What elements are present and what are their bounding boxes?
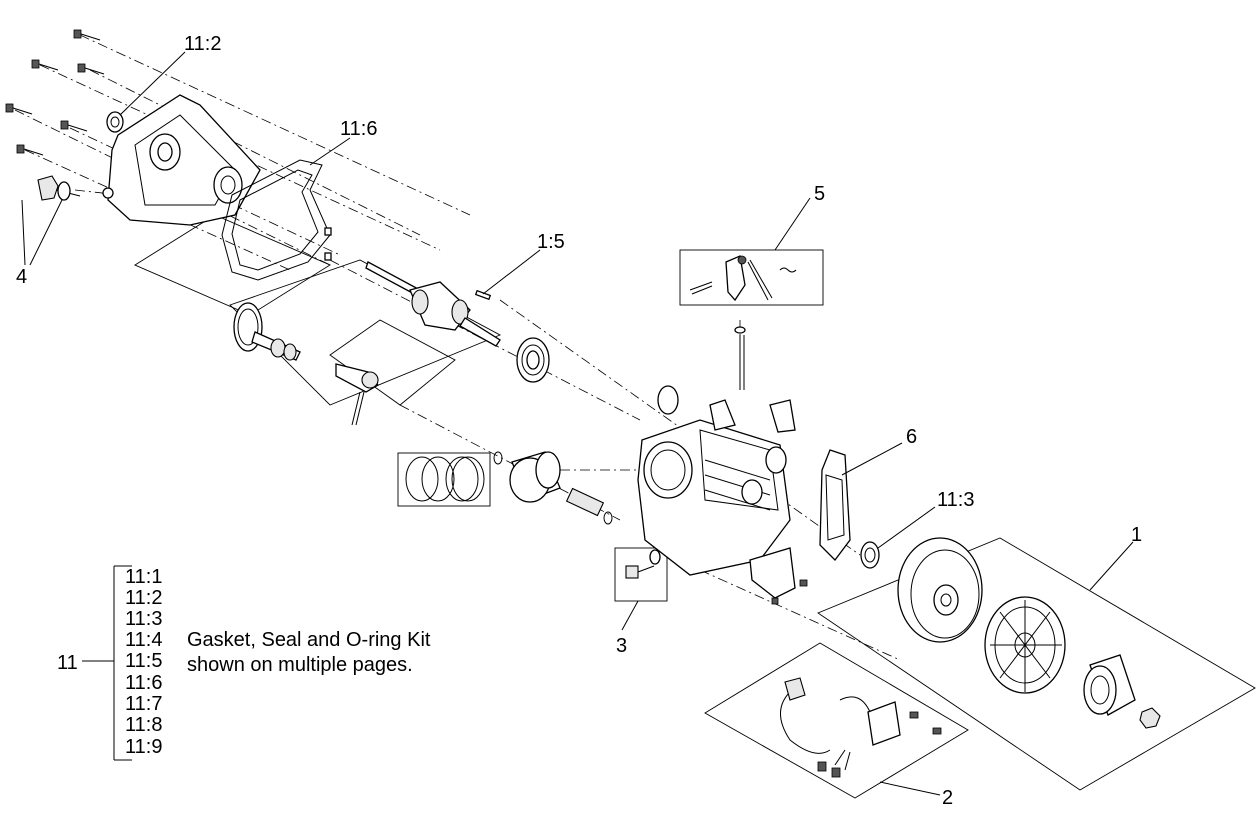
kit-item: 11:1 bbox=[125, 566, 162, 588]
flywheel-assembly bbox=[897, 537, 1161, 729]
callout-11-3: 11:3 bbox=[937, 489, 974, 511]
leader-lines bbox=[21, 51, 1134, 796]
callout-3: 3 bbox=[616, 635, 627, 657]
camshaft-box bbox=[229, 259, 502, 406]
kit-item: 11:4 bbox=[125, 629, 162, 651]
crankshaft-bearing bbox=[516, 337, 550, 383]
camshaft bbox=[233, 302, 301, 361]
crankcase-oil-seal bbox=[106, 111, 124, 133]
ignition-module bbox=[867, 701, 901, 746]
piston-rings-box bbox=[397, 452, 491, 507]
oil-fill-cap bbox=[37, 175, 81, 201]
oil-cap-washer bbox=[57, 181, 71, 201]
kit-item: 11:9 bbox=[125, 736, 162, 758]
bolt bbox=[60, 120, 88, 132]
callout-4: 4 bbox=[16, 266, 27, 288]
piston bbox=[493, 451, 613, 525]
cover-bearing bbox=[213, 166, 243, 204]
bolt bbox=[16, 144, 44, 156]
kit-note-line2: shown on multiple pages. bbox=[187, 654, 413, 676]
bolt bbox=[77, 63, 105, 75]
pin-clip bbox=[603, 511, 613, 525]
governor-linkage-box bbox=[679, 249, 824, 306]
callout-11-6: 11:6 bbox=[340, 118, 377, 140]
kit-number: 11 bbox=[57, 652, 78, 674]
flywheel-nut bbox=[1139, 707, 1161, 729]
bolt bbox=[31, 59, 59, 71]
bolt bbox=[73, 29, 101, 41]
crankshaft bbox=[365, 261, 501, 347]
callout-labels: 11:2 11:6 4 1:5 5 6 11:3 1 3 2 bbox=[16, 33, 1142, 809]
callout-11-2: 11:2 bbox=[184, 33, 221, 55]
kit-item: 11:2 bbox=[125, 587, 162, 609]
piston-pin bbox=[565, 487, 605, 517]
callout-1: 1 bbox=[1131, 524, 1142, 546]
kit-item-list: 11:1 11:2 11:3 11:4 11:5 11:6 11:7 11:8 … bbox=[125, 566, 162, 758]
kit-legend: 11 11:1 11:2 11:3 11:4 11:5 11:6 11:7 11… bbox=[57, 565, 431, 761]
flywheel-oil-seal bbox=[860, 541, 880, 569]
governor-linkage bbox=[689, 255, 797, 302]
kit-item: 11:6 bbox=[125, 672, 162, 694]
breather-cover bbox=[749, 547, 808, 605]
ignition-coil-assembly bbox=[780, 677, 942, 778]
drain-bolt bbox=[625, 549, 661, 579]
callout-2: 2 bbox=[942, 787, 953, 809]
pin-clip bbox=[493, 451, 503, 465]
ignition-coil-box bbox=[704, 642, 969, 799]
piston-rings bbox=[405, 456, 485, 502]
kit-item: 11:8 bbox=[125, 714, 162, 736]
kit-note-line1: Gasket, Seal and O-ring Kit bbox=[187, 629, 431, 651]
callout-5: 5 bbox=[814, 183, 825, 205]
crankshaft-key bbox=[474, 289, 492, 301]
drain-bolt-box bbox=[614, 547, 668, 602]
callout-1-5: 1:5 bbox=[537, 231, 565, 253]
cylinder-block bbox=[637, 326, 796, 576]
governor-assembly bbox=[335, 363, 379, 426]
cam-gear-small bbox=[657, 385, 679, 415]
callout-6: 6 bbox=[906, 426, 917, 448]
kit-item: 11:7 bbox=[125, 693, 162, 715]
kit-item: 11:5 bbox=[125, 650, 162, 672]
bolt bbox=[5, 103, 33, 115]
crankcase-cover bbox=[102, 94, 261, 226]
governor-box bbox=[329, 319, 456, 406]
cover-bolts bbox=[5, 29, 105, 156]
kit-item: 11:3 bbox=[125, 608, 162, 630]
crankcase-cover-box bbox=[134, 214, 331, 316]
crankcase-gasket bbox=[221, 159, 332, 281]
breather-gasket bbox=[819, 449, 851, 561]
